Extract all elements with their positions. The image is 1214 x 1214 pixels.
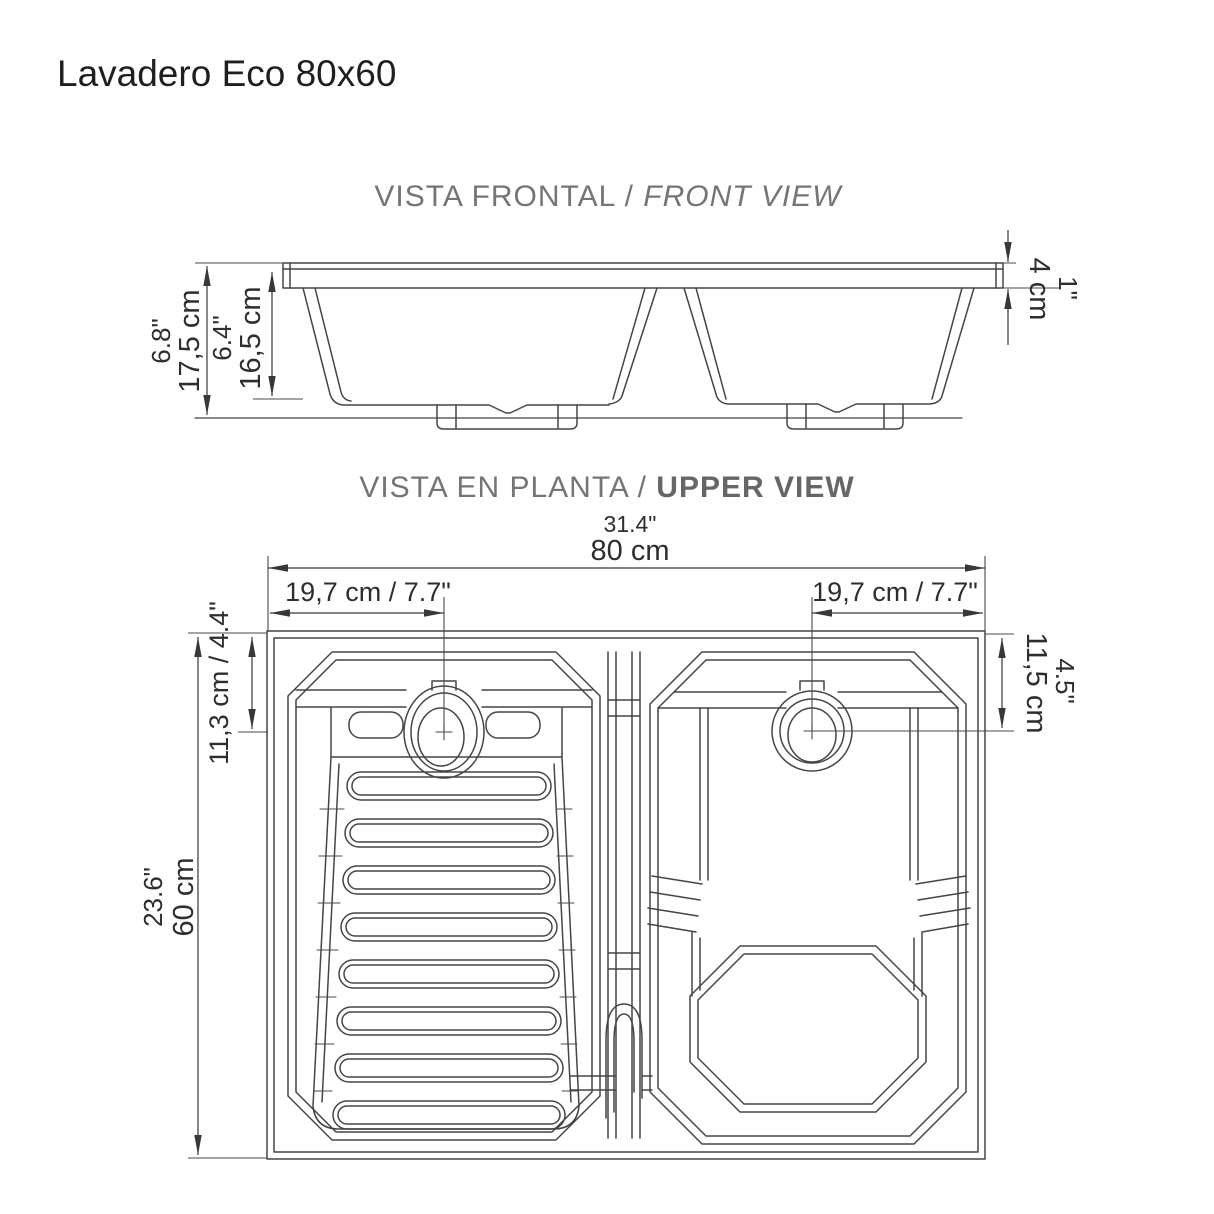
- front-basin-height-cm: 16,5 cm: [235, 286, 267, 389]
- front-view-heading: VISTA FRONTAL / FRONT VIEW: [374, 180, 843, 213]
- plan-right-drain-depth-inches: 4.5": [1050, 658, 1080, 703]
- plan-outer-edge: [266, 630, 986, 1160]
- upper-view-dimensions: [188, 556, 1014, 1159]
- center-divider: [569, 651, 653, 1139]
- plan-inner-edge: [273, 637, 979, 1153]
- upper-view-heading: VISTA EN PLANTA / UPPER VIEW: [359, 471, 854, 504]
- front-rim-inches: 1": [1053, 276, 1083, 300]
- plan-depth-inches: 23.6": [138, 867, 168, 927]
- front-left-drain-foot: [436, 404, 578, 430]
- plan-right-drain-depth-cm: 11,5 cm: [1020, 632, 1052, 733]
- front-left-basin: [302, 287, 658, 414]
- plan-right-basin-ring: [649, 651, 967, 1145]
- plan-width-cm: 80 cm: [591, 535, 670, 567]
- soap-hook: [605, 1003, 643, 1119]
- upper-view-heading-es: VISTA EN PLANTA /: [359, 471, 656, 504]
- upper-view-heading-en: UPPER VIEW: [656, 471, 854, 504]
- plan-left-basin-ring: [287, 651, 601, 1141]
- front-view-dimensions: [195, 230, 1060, 415]
- front-total-height-cm: 17,5 cm: [174, 289, 206, 392]
- right-bowl: [647, 707, 971, 1113]
- washboard: [312, 711, 580, 1130]
- front-view-drawing: [194, 262, 1004, 430]
- front-right-basin: [683, 287, 975, 413]
- front-total-height-inches: 6.8": [146, 318, 176, 363]
- plan-right-drain-offset: 19,7 cm / 7.7": [812, 577, 978, 607]
- front-right-drain-foot: [786, 403, 904, 430]
- front-view-heading-es: VISTA FRONTAL /: [374, 180, 643, 213]
- front-view-heading-en: FRONT VIEW: [643, 180, 843, 213]
- page-title: Lavadero Eco 80x60: [57, 53, 396, 94]
- front-rim-cm: 4 cm: [1023, 258, 1055, 321]
- plan-left-drain-depth: 11,3 cm / 4.4": [204, 601, 234, 765]
- plan-width-inches: 31.4": [604, 511, 657, 537]
- upper-view-drawing: [266, 630, 986, 1160]
- front-rim: [282, 262, 1004, 289]
- plan-depth-cm: 60 cm: [168, 858, 200, 937]
- front-basin-height-inches: 6.4": [207, 315, 237, 360]
- plan-left-drain-offset: 19,7 cm / 7.7": [285, 577, 451, 607]
